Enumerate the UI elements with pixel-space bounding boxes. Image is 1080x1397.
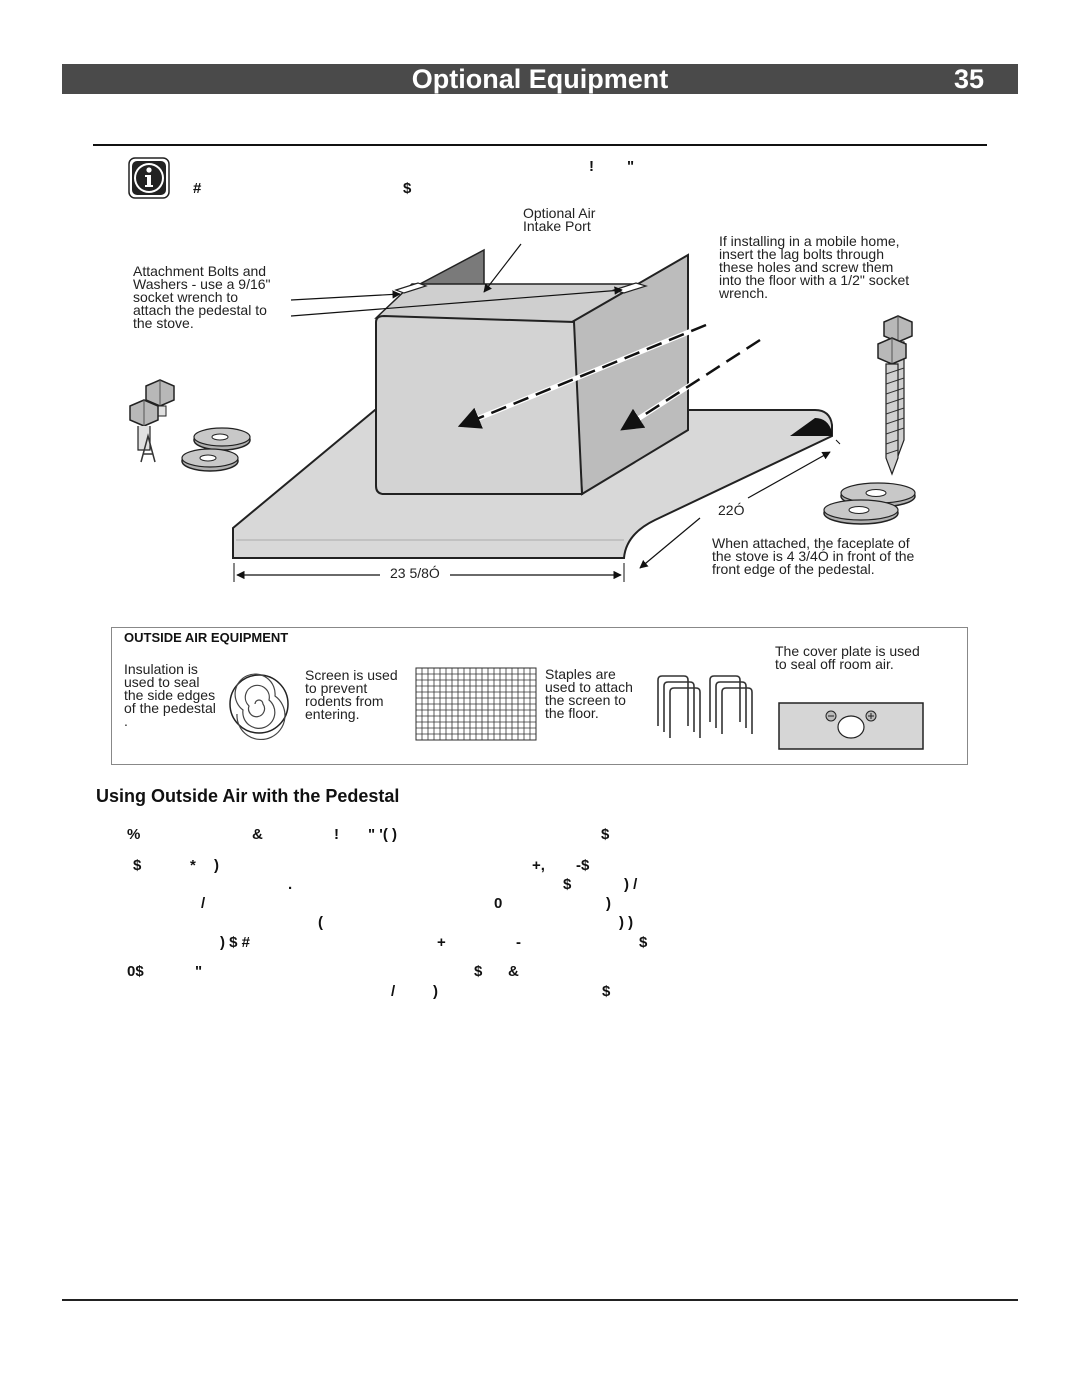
garbled-glyph: ) $ # xyxy=(220,934,251,951)
info-icon xyxy=(128,157,170,199)
label-line: front edge of the pedestal. xyxy=(712,561,875,577)
garbled-glyph: $ xyxy=(133,857,142,874)
garbled-glyph: % xyxy=(127,826,141,843)
cover-plate-icon xyxy=(778,702,924,750)
garbled-glyph: +, xyxy=(532,857,545,874)
label-line: . xyxy=(124,713,128,729)
garbled-glyph: 0$ xyxy=(127,963,144,980)
label-line: the screen to xyxy=(545,692,626,708)
washer-icon xyxy=(181,448,239,472)
garbled-glyph: $ xyxy=(563,876,572,893)
equipment-title: OUTSIDE AIR EQUIPMENT xyxy=(124,630,289,645)
label-line: the stove. xyxy=(133,315,194,331)
garbled-glyph: 0 xyxy=(494,895,503,912)
bottom-rule xyxy=(62,1299,1018,1301)
garbled-glyph: / xyxy=(201,895,206,912)
pedestal-diagram xyxy=(129,243,916,582)
garbled-glyph: ) ) xyxy=(619,914,634,931)
garbled-glyph: + xyxy=(437,934,446,951)
depth-dimension: 22Ó xyxy=(718,502,745,518)
label-line: Washers - use a 9/16" xyxy=(133,276,271,292)
attachment-bolt-icon xyxy=(129,399,159,463)
garbled-glyph: ) xyxy=(606,895,611,912)
label-line: Intake Port xyxy=(523,218,591,234)
label-line: If installing in a mobile home, xyxy=(719,233,900,249)
label-line: used to attach xyxy=(545,679,633,695)
attachment-bolts-label: Attachment Bolts and Washers - use a 9/1… xyxy=(133,263,271,331)
label-line: the side edges xyxy=(124,687,216,703)
label-line: Optional Air xyxy=(523,205,596,221)
label-line: rodents from xyxy=(305,693,384,709)
label-line: to seal off room air. xyxy=(775,656,894,672)
garbled-glyph: " xyxy=(195,963,203,980)
header-bar: Optional Equipment 35 xyxy=(62,64,1018,94)
label-line: used to seal xyxy=(124,674,200,690)
page-title: Optional Equipment xyxy=(411,64,669,94)
section-heading: Using Outside Air with the Pedestal xyxy=(96,786,400,806)
garbled-glyph: ) / xyxy=(624,876,638,893)
staples-icon xyxy=(657,675,753,738)
garbled-glyph: / xyxy=(391,983,396,1000)
top-rule xyxy=(93,144,987,146)
garbled-glyph: ! xyxy=(589,158,594,175)
label-line: Staples are xyxy=(545,666,616,682)
garbled-glyph: ( xyxy=(318,914,323,931)
garbled-glyph: # xyxy=(193,180,202,197)
faceplate-note: When attached, the faceplate of the stov… xyxy=(712,535,915,577)
label-line: the floor. xyxy=(545,705,599,721)
page-number: 35 xyxy=(953,64,984,94)
garbled-glyph: & xyxy=(252,826,263,843)
label-line: of the pedestal xyxy=(124,700,216,716)
attachment-bolt-icon xyxy=(145,379,175,417)
label-line: When attached, the faceplate of xyxy=(712,535,910,551)
garbled-glyph: ! xyxy=(334,826,339,843)
label-line: Attachment Bolts and xyxy=(133,263,267,279)
cover-plate-label: The cover plate is used to seal off room… xyxy=(775,643,920,672)
screen-mesh-icon xyxy=(415,667,537,741)
garbled-glyph: " '( ) xyxy=(368,826,398,843)
garbled-glyph: $ xyxy=(601,826,610,843)
equipment-icons xyxy=(229,667,924,750)
garbled-glyph: ) xyxy=(433,983,438,1000)
label-line: Insulation is xyxy=(124,661,198,677)
label-line: entering. xyxy=(305,706,360,722)
label-line: these holes and screw them xyxy=(719,259,894,275)
garbled-glyph: " xyxy=(627,158,635,175)
washer-icon xyxy=(823,499,899,525)
insulation-roll-icon xyxy=(229,673,289,741)
screen-label: Screen is used to prevent rodents from e… xyxy=(305,667,398,722)
label-line: The cover plate is used xyxy=(775,643,920,659)
garbled-glyph: . xyxy=(288,876,293,893)
garbled-glyph: $ xyxy=(602,983,611,1000)
garbled-glyph: $ xyxy=(639,934,648,951)
label-line: attach the pedestal to xyxy=(133,302,267,318)
pedestal-front-panel xyxy=(375,314,584,495)
label-line: into the floor with a 1/2" socket xyxy=(719,272,910,288)
label-line: wrench. xyxy=(719,285,769,301)
garbled-glyph: * xyxy=(190,857,196,874)
outside-air-equipment-panel xyxy=(111,627,968,765)
mobile-home-label: If installing in a mobile home, insert t… xyxy=(719,233,910,301)
washer-icon xyxy=(193,427,251,451)
width-dimension: 23 5/8Ó xyxy=(390,565,440,581)
intake-port-label: Optional Air Intake Port xyxy=(523,205,596,234)
label-line: Screen is used xyxy=(305,667,398,683)
insulation-label: Insulation is used to seal the side edge… xyxy=(124,661,216,729)
garbled-glyph: $ xyxy=(474,963,483,980)
garbled-glyph: & xyxy=(508,963,519,980)
lag-bolt-icon xyxy=(877,337,907,476)
label-line: insert the lag bolts through xyxy=(719,246,884,262)
label-line: socket wrench to xyxy=(133,289,239,305)
garbled-glyph: $ xyxy=(403,180,412,197)
staples-label: Staples are used to attach the screen to… xyxy=(545,666,633,721)
label-line: to prevent xyxy=(305,680,368,696)
garbled-glyph: - xyxy=(516,934,521,951)
garbled-glyph: ) xyxy=(214,857,219,874)
garbled-glyph: -$ xyxy=(576,857,590,874)
label-line: the stove is 4 3/4Ó in front of the xyxy=(712,548,915,564)
